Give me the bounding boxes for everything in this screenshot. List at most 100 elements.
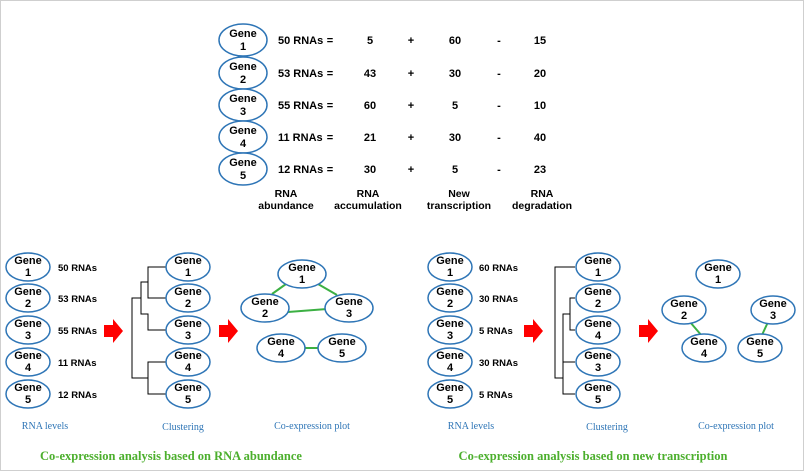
gene-number: 2 (447, 298, 453, 310)
gene-label: Gene (584, 286, 612, 298)
right-arrow-icon (104, 319, 123, 343)
gene-number: 3 (595, 362, 601, 374)
gene-number: 1 (299, 274, 305, 286)
gene-label: Gene (229, 28, 257, 40)
gene-node (240, 293, 290, 323)
gene-number: 4 (447, 362, 454, 374)
clustering-dendrogram (554, 266, 575, 395)
header-rna-accumulation-1: RNA (357, 188, 380, 200)
header-rna-accumulation-2: accumulation (334, 200, 402, 212)
right-arrow-icon (219, 319, 238, 343)
gene-label: Gene (436, 382, 464, 394)
plus-sign: + (408, 100, 414, 112)
gene-node (750, 295, 796, 325)
top-row: Gene 1 50 RNAs = 5 + 60 - 15 (218, 23, 546, 57)
top-equation-table: Gene 1 50 RNAs = 5 + 60 - 15 Gene 2 53 R… (218, 23, 572, 212)
dendrogram-branch (140, 281, 166, 331)
gene-node (575, 315, 621, 345)
transcription-value: 5 (452, 164, 458, 176)
stage-label-clustering: Clustering (162, 422, 204, 433)
gene-label: Gene (704, 262, 732, 274)
gene-node (575, 283, 621, 313)
accumulation-value: 21 (364, 132, 376, 144)
rna-count: 50 RNAs (278, 35, 323, 47)
stage-label-clustering: Clustering (586, 422, 628, 433)
gene-label: Gene (174, 382, 202, 394)
right-arrow-icon (639, 319, 658, 343)
gene-node (165, 315, 211, 345)
gene-number: 5 (185, 394, 191, 406)
gene-label: Gene (584, 318, 612, 330)
gene-number: 3 (240, 106, 246, 118)
degradation-value: 10 (534, 100, 546, 112)
header-rna-abundance-2: abundance (258, 200, 314, 212)
rna-count: 30 RNAs (479, 294, 518, 305)
rna-count: 53 RNAs (278, 68, 323, 80)
rna-count: 11 RNAs (278, 132, 323, 144)
rna-count: 12 RNAs (278, 164, 323, 176)
equals-sign: = (327, 68, 333, 80)
gene-number: 1 (240, 41, 246, 53)
gene-label: Gene (229, 61, 257, 73)
minus-sign: - (497, 164, 501, 176)
accumulation-value: 43 (364, 68, 376, 80)
gene-number: 2 (185, 298, 191, 310)
equals-sign: = (327, 164, 333, 176)
gene-label: Gene (14, 382, 42, 394)
gene-label: Gene (746, 336, 774, 348)
gene-label: Gene (229, 125, 257, 137)
gene-node (5, 347, 51, 377)
gene-node (165, 252, 211, 282)
gene-label: Gene (328, 336, 356, 348)
rna-count: 50 RNAs (58, 263, 97, 274)
top-row: Gene 3 55 RNAs = 60 + 5 - 10 (218, 88, 546, 122)
dendrogram-branch (147, 361, 166, 395)
dendrogram-branch (562, 313, 575, 395)
clustering-column: Gene 1 Gene 2 Gene 4 Gene 3 Gene 5 (575, 252, 621, 409)
gene-label: Gene (690, 336, 718, 348)
gene-node (218, 23, 268, 57)
gene-number: 3 (447, 330, 453, 342)
coexpression-edge (317, 283, 338, 296)
degradation-value: 20 (534, 68, 546, 80)
transcription-value: 60 (449, 35, 461, 47)
gene-number: 3 (25, 330, 31, 342)
gene-number: 4 (240, 138, 247, 150)
gene-number: 4 (701, 348, 708, 360)
gene-node (681, 333, 727, 363)
gene-number: 1 (25, 267, 31, 279)
rna-count: 12 RNAs (58, 390, 97, 401)
coexpression-edge (271, 283, 287, 295)
gene-label: Gene (436, 318, 464, 330)
gene-label: Gene (288, 262, 316, 274)
accumulation-value: 5 (367, 35, 373, 47)
rna-count: 5 RNAs (479, 390, 513, 401)
header-rna-degradation-2: degradation (512, 200, 572, 212)
accumulation-value: 60 (364, 100, 376, 112)
gene-node (256, 333, 306, 363)
gene-node (575, 252, 621, 282)
gene-number: 5 (447, 394, 453, 406)
stage-label-coexpression-plot: Co-expression plot (274, 421, 350, 432)
gene-node (165, 347, 211, 377)
gene-node (575, 379, 621, 409)
gene-node (317, 333, 367, 363)
gene-number: 1 (595, 267, 601, 279)
right-arrow-icon (524, 319, 543, 343)
gene-label: Gene (335, 296, 363, 308)
gene-node (218, 152, 268, 186)
plus-sign: + (408, 164, 414, 176)
gene-label: Gene (174, 350, 202, 362)
gene-node (277, 259, 327, 289)
clustering-dendrogram (131, 266, 166, 395)
gene-number: 2 (240, 74, 246, 86)
gene-node (5, 315, 51, 345)
gene-label: Gene (14, 318, 42, 330)
gene-number: 4 (185, 362, 192, 374)
stage-label-coexpression-plot: Co-expression plot (698, 421, 774, 432)
gene-number: 2 (595, 298, 601, 310)
plus-sign: + (408, 35, 414, 47)
coexpression-plot: Gene 1 Gene 2 Gene 3 Gene 4 Gene 5 (240, 259, 374, 363)
gene-number: 5 (595, 394, 601, 406)
stage-label-rna-levels: RNA levels (22, 421, 68, 432)
